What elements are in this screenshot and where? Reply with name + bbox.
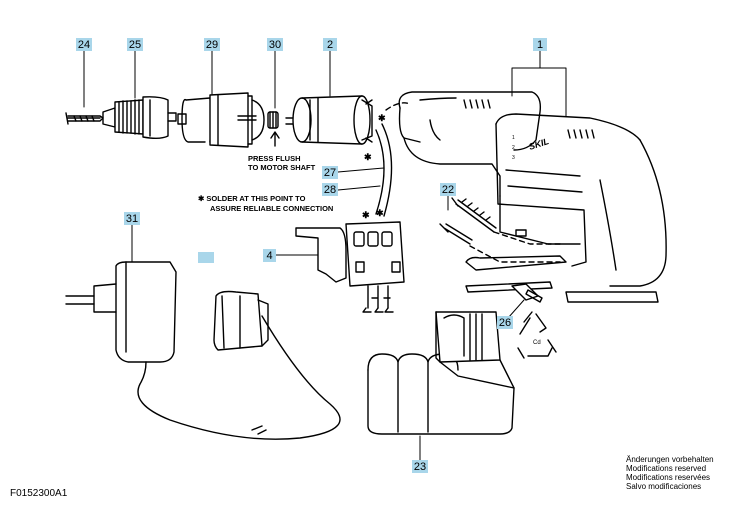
callout-labels: 24 25 29 30 2 1 27 28 22 31 4 26 23 — [76, 38, 547, 473]
speed-mark: 3 — [512, 155, 515, 161]
callout-28: 28 — [324, 184, 336, 196]
blank-callout-box — [198, 252, 214, 263]
part-gearbox-29 — [177, 92, 265, 148]
callout-27-box — [322, 166, 338, 179]
callout-29: 29 — [206, 39, 218, 51]
annotations: PRESS FLUSH TO MOTOR SHAFT ✱ SOLDER AT T… — [198, 113, 550, 346]
callout-1-box — [533, 38, 547, 51]
part-screw-24 — [65, 112, 104, 125]
recycle-label: Cd — [533, 340, 541, 346]
press-flush-note-line1: PRESS FLUSH — [248, 154, 301, 163]
callout-31-box — [124, 212, 140, 225]
modifications-line-de: Änderungen vorbehalten — [626, 455, 714, 464]
speed-mark: 2 — [512, 145, 515, 151]
part-battery-23 — [367, 311, 515, 435]
callout-2-box — [323, 38, 337, 51]
callout-23-box — [412, 460, 428, 473]
part-motor-2 — [285, 95, 373, 145]
part-screws-22 — [439, 197, 497, 245]
part-leads-27-28 — [375, 123, 393, 217]
callout-4: 4 — [266, 250, 272, 262]
brand-logo-text: SKIL — [528, 136, 551, 152]
speed-mark: 1 — [512, 135, 515, 141]
callout-28-box — [322, 183, 338, 196]
callout-2: 2 — [327, 39, 333, 51]
part-charger-31 — [65, 261, 341, 440]
solder-point-marker: ✱ — [362, 210, 370, 220]
part-housing-1 — [398, 91, 667, 303]
callout-30-box — [267, 38, 283, 51]
callout-22-box — [440, 183, 456, 196]
callout-22: 22 — [442, 184, 454, 196]
solder-point-marker: ✱ — [376, 208, 384, 218]
leader-lines — [83, 49, 567, 463]
part-switch-4 — [295, 221, 405, 313]
callout-30: 30 — [269, 39, 281, 51]
callout-26-box — [497, 316, 513, 329]
callout-25: 25 — [129, 39, 141, 51]
part-adapter-pod — [213, 290, 269, 351]
modifications-line-en: Modifications reserved — [626, 464, 707, 473]
callout-26: 26 — [499, 317, 511, 329]
callout-27: 27 — [324, 167, 336, 179]
callout-25-box — [127, 38, 143, 51]
callout-24: 24 — [78, 39, 90, 51]
modifications-note: Änderungen vorbehalten Modifications res… — [626, 455, 714, 491]
solder-point-marker: ✱ — [364, 152, 372, 162]
assembly-dashed-lines — [385, 102, 561, 263]
solder-note-line1: ✱ SOLDER AT THIS POINT TO — [198, 194, 306, 203]
part-pinion-30 — [267, 111, 280, 147]
solder-note-line2: ASSURE RELIABLE CONNECTION — [210, 204, 333, 213]
recycle-symbol — [517, 311, 557, 359]
callout-29-box — [204, 38, 220, 51]
part-chuck-25 — [102, 96, 177, 139]
callout-1: 1 — [537, 39, 543, 51]
document-code: F0152300A1 — [10, 488, 68, 499]
callout-23: 23 — [414, 461, 426, 473]
modifications-line-es: Salvo modificaciones — [626, 482, 702, 491]
callout-31: 31 — [126, 213, 138, 225]
callout-4-box — [263, 249, 276, 262]
solder-point-marker: ✱ — [378, 113, 386, 123]
callout-24-box — [76, 38, 92, 51]
press-flush-note-line2: TO MOTOR SHAFT — [248, 163, 316, 172]
part-bottom-26 — [465, 255, 567, 303]
modifications-line-fr: Modifications reservées — [626, 473, 711, 482]
